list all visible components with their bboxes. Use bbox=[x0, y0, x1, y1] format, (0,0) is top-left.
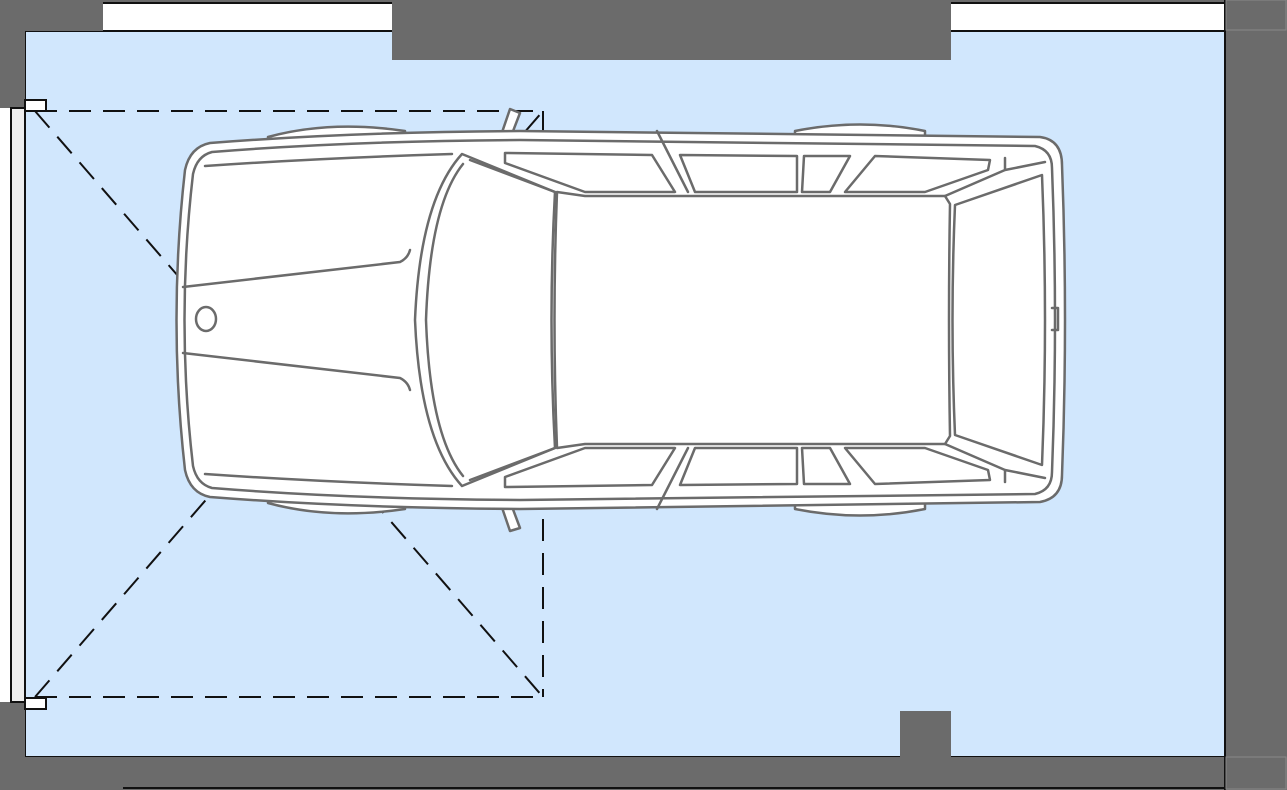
side-window-pillar-bottom bbox=[800, 446, 852, 486]
wall-top-left bbox=[0, 0, 103, 31]
rear-window bbox=[951, 173, 1047, 467]
side-window-mid-bottom bbox=[678, 446, 799, 487]
roof bbox=[553, 190, 952, 450]
side-window-rear-bottom bbox=[843, 446, 992, 486]
hood-emblem bbox=[194, 305, 218, 333]
hood bbox=[203, 152, 454, 488]
wall-bottom bbox=[0, 757, 1287, 790]
garage-door-icon bbox=[10, 99, 47, 710]
b-pillar-lines bbox=[468, 129, 690, 511]
windshield-inner bbox=[424, 162, 465, 478]
car-top-view-icon bbox=[175, 107, 1067, 533]
wall-pier-top-center bbox=[392, 0, 951, 60]
rear-window-frame bbox=[943, 156, 1047, 484]
door-hinge-top bbox=[24, 99, 47, 112]
side-window-pillar-top bbox=[800, 154, 852, 194]
wall-pillar-top-left bbox=[0, 31, 25, 108]
side-window-front-top bbox=[503, 151, 677, 194]
hood-crease-top bbox=[181, 248, 412, 289]
side-window-front-bottom bbox=[503, 446, 677, 489]
wall-pier-bottom bbox=[900, 711, 951, 757]
side-window-rear-top bbox=[843, 154, 992, 194]
windshield bbox=[413, 152, 557, 488]
tailgate-handle bbox=[1050, 306, 1060, 332]
door-hinge-bottom bbox=[24, 697, 47, 710]
wall-outlines bbox=[103, 0, 1287, 790]
side-window-mid-top bbox=[678, 153, 799, 194]
door-track bbox=[10, 107, 26, 703]
wall-right bbox=[1225, 0, 1287, 790]
hood-crease-bottom bbox=[181, 351, 412, 392]
car-body-inner bbox=[183, 138, 1057, 502]
